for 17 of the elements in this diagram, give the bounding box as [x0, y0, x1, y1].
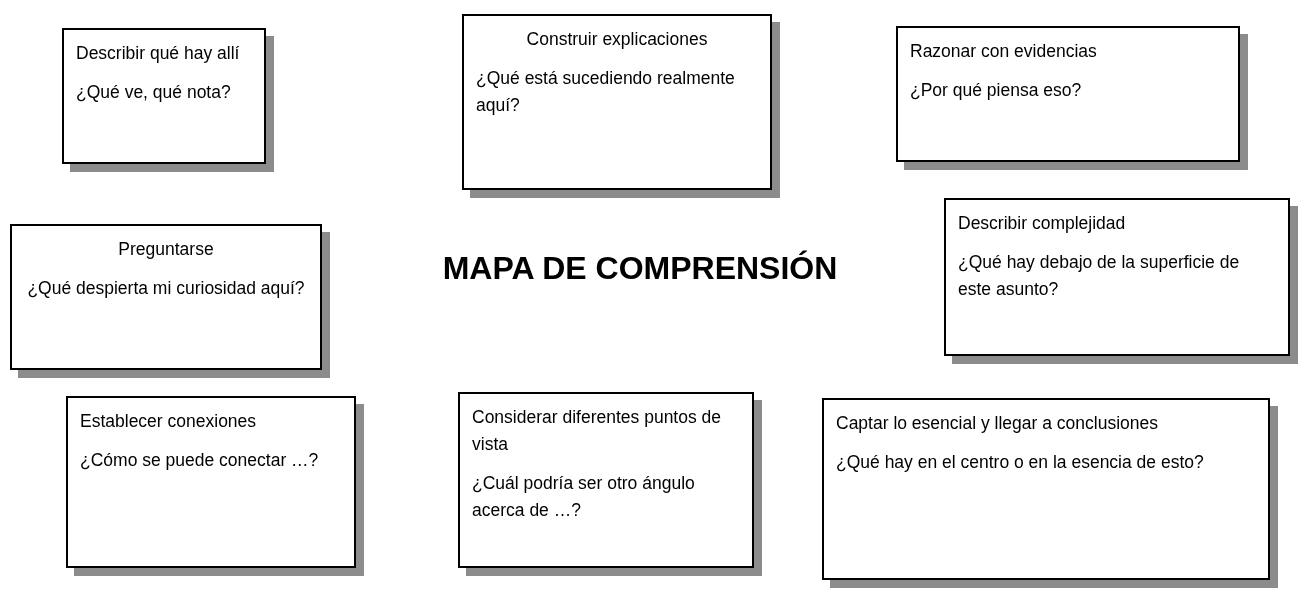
box-heading: Considerar diferentes puntos de vista	[472, 406, 723, 456]
box-heading: Preguntarse	[117, 238, 215, 261]
box-heading: Describir complejidad	[958, 212, 1127, 235]
box-question: ¿Cuál podría ser otro ángulo acerca de …?	[472, 472, 696, 522]
box-question: ¿Qué está sucediendo realmente aquí?	[476, 67, 736, 117]
box-question: ¿Qué despierta mi curiosidad aquí?	[26, 277, 306, 300]
box-heading: Construir explicaciones	[525, 28, 709, 51]
box-question: ¿Cómo se puede conectar …?	[80, 449, 320, 472]
box-heading: Captar lo esencial y llegar a conclusiones	[836, 412, 1159, 435]
box-question: ¿Qué hay debajo de la superficie de este asunto?	[958, 251, 1241, 301]
box-question: ¿Por qué piensa eso?	[910, 79, 1083, 102]
box-heading: Razonar con evidencias	[910, 40, 1098, 63]
box-heading: Establecer conexiones	[80, 410, 258, 433]
box-question: ¿Qué hay en el centro o en la esencia de esto?	[836, 451, 1205, 474]
diagram-title: MAPA DE COMPRENSIÓN	[441, 250, 839, 287]
box-heading: Describir qué hay allí	[76, 42, 241, 65]
box-question: ¿Qué ve, qué nota?	[76, 81, 232, 104]
